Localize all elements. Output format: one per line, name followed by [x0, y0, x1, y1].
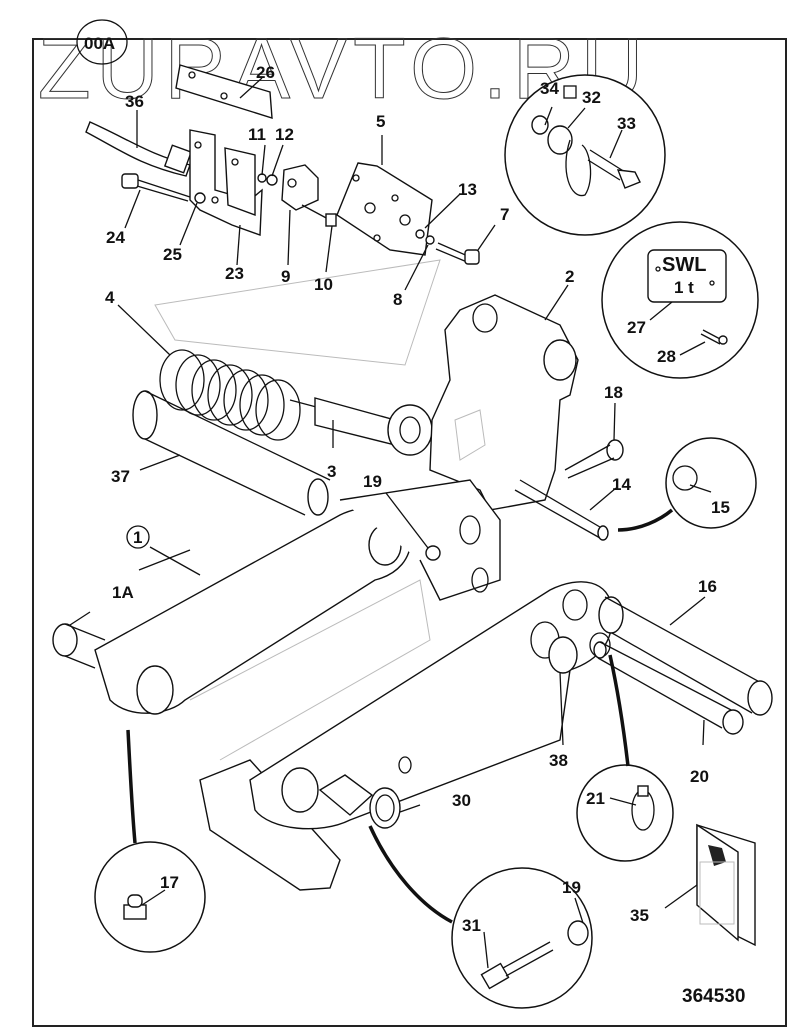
label-10: 10	[314, 275, 333, 294]
label-37: 37	[111, 467, 130, 486]
part-23-bracket	[189, 129, 263, 236]
label-20: 20	[690, 767, 709, 786]
label-11: 11	[248, 125, 266, 144]
part-5-plate	[336, 162, 433, 256]
swl-plate	[647, 249, 727, 303]
label-21: 21	[586, 789, 605, 808]
detail-bolt-31-spacer-19	[368, 825, 593, 1009]
part-24-bolt	[121, 173, 191, 202]
part-25-washer	[194, 192, 206, 204]
label-38: 38	[549, 751, 568, 770]
part-14-pin	[514, 479, 609, 541]
label-32: 32	[582, 88, 601, 107]
guide-outline	[154, 259, 441, 366]
label-3: 3	[327, 462, 336, 481]
label-2: 2	[565, 267, 574, 286]
swl-plate-line1: SWL	[662, 254, 706, 276]
part-35-manual	[696, 823, 756, 947]
label-5: 5	[376, 112, 385, 131]
label-9: 9	[281, 267, 290, 286]
part-1A-pin	[52, 623, 106, 669]
part-12-washer	[266, 174, 278, 186]
label-27: 27	[627, 318, 646, 337]
section-id: 00A	[84, 34, 115, 53]
label-16: 16	[698, 577, 717, 596]
drawing-number: 364530	[682, 986, 745, 1007]
label-36: 36	[125, 92, 144, 111]
part-4-spring	[159, 349, 301, 441]
label-18: 18	[604, 383, 623, 402]
part-11-nut	[257, 173, 267, 183]
label-17: 17	[160, 873, 179, 892]
label-8: 8	[393, 290, 402, 309]
label-24: 24	[106, 228, 125, 247]
part-labels: 36 26 5 34 32 33 11 12 13 7 24 25 23 9 1…	[105, 63, 745, 1007]
part-19-spacer	[425, 545, 441, 561]
detail-shackle-34-32-33	[504, 74, 666, 236]
detail-lynch-pin-21	[576, 654, 674, 862]
part-3-damper	[289, 397, 433, 456]
part-26-bracket	[175, 64, 273, 119]
label-25: 25	[163, 245, 182, 264]
part-13-washer	[415, 229, 425, 239]
part-7-bolt	[435, 242, 480, 265]
part-10-bolt	[301, 204, 337, 227]
label-30: 30	[452, 791, 471, 810]
part-36-hose	[85, 121, 193, 177]
label-4: 4	[105, 288, 115, 307]
part-16-pin	[598, 596, 773, 716]
drawing-frame	[32, 38, 787, 1027]
label-19-detail: 19	[562, 878, 581, 897]
label-19-top: 19	[363, 472, 382, 491]
part-18-bolt	[564, 439, 624, 479]
label-23: 23	[225, 264, 244, 283]
label-15: 15	[711, 498, 730, 517]
label-7: 7	[500, 205, 509, 224]
label-1A: 1A	[112, 583, 134, 602]
part-30-bushing	[318, 774, 401, 829]
detail-grease-nipple-17	[94, 729, 206, 953]
label-28: 28	[657, 347, 676, 366]
callout-1-label: 1	[133, 528, 142, 547]
section-id-badge: 00A	[76, 19, 128, 65]
part-8-washer	[425, 235, 435, 245]
part-37-pin	[132, 390, 331, 516]
part-20-pin	[593, 641, 744, 735]
label-33: 33	[617, 114, 636, 133]
label-35: 35	[630, 906, 649, 925]
part-1-main-frame	[94, 479, 501, 891]
callout-1: 1	[126, 525, 150, 549]
label-31: 31	[462, 916, 481, 935]
label-12: 12	[275, 125, 294, 144]
part-2-bracket	[429, 294, 579, 511]
swl-plate-line2: 1 t	[674, 278, 694, 297]
leader-lines	[69, 77, 712, 969]
label-14: 14	[612, 475, 631, 494]
label-13: 13	[458, 180, 477, 199]
label-26: 26	[256, 63, 275, 82]
part-38-ring	[548, 636, 578, 674]
label-34: 34	[540, 79, 559, 98]
detail-swl-plate-27-28: SWL 1 t	[601, 221, 759, 379]
part-9-block	[281, 164, 319, 211]
detail-circlip-15	[617, 437, 757, 532]
